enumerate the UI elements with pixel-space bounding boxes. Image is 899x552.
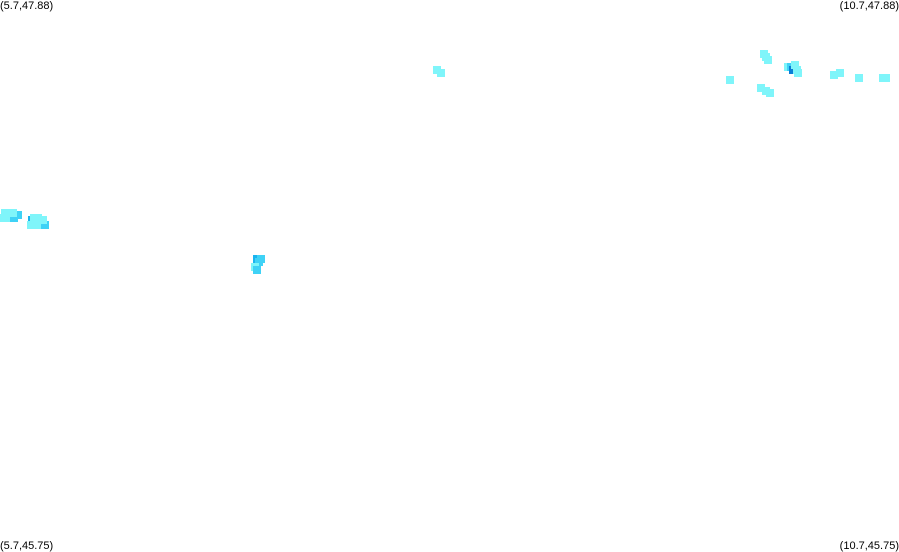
precip-cell-light — [766, 89, 774, 97]
precip-cell-medium — [255, 258, 263, 266]
precip-cell-light — [1, 209, 9, 217]
precip-cell-medium — [14, 211, 22, 219]
precip-cell-light — [836, 69, 844, 77]
precip-cell-light — [9, 209, 17, 217]
precip-cell-medium — [253, 266, 261, 274]
precip-cell-light — [855, 74, 863, 82]
precip-cell-light — [757, 84, 765, 92]
precip-cell-light — [830, 71, 838, 79]
precip-cell-light — [791, 61, 799, 69]
precip-cell-light — [762, 53, 770, 61]
corner-label-top-left: (5.7,47.88) — [0, 0, 54, 12]
corner-label-top-right: (10.7,47.88) — [839, 0, 899, 12]
precip-cell-light — [39, 216, 47, 224]
precip-cell-medium — [41, 221, 49, 229]
precip-cell-light — [882, 74, 890, 82]
corner-label-bottom-right: (10.7,45.75) — [839, 540, 899, 552]
precip-cell-light — [30, 221, 38, 229]
precip-cell-light — [794, 69, 802, 77]
precip-cell-light — [726, 76, 734, 84]
precip-cell-light — [437, 69, 445, 77]
corner-label-bottom-left: (5.7,45.75) — [0, 540, 54, 552]
precip-cell-light — [34, 214, 42, 222]
